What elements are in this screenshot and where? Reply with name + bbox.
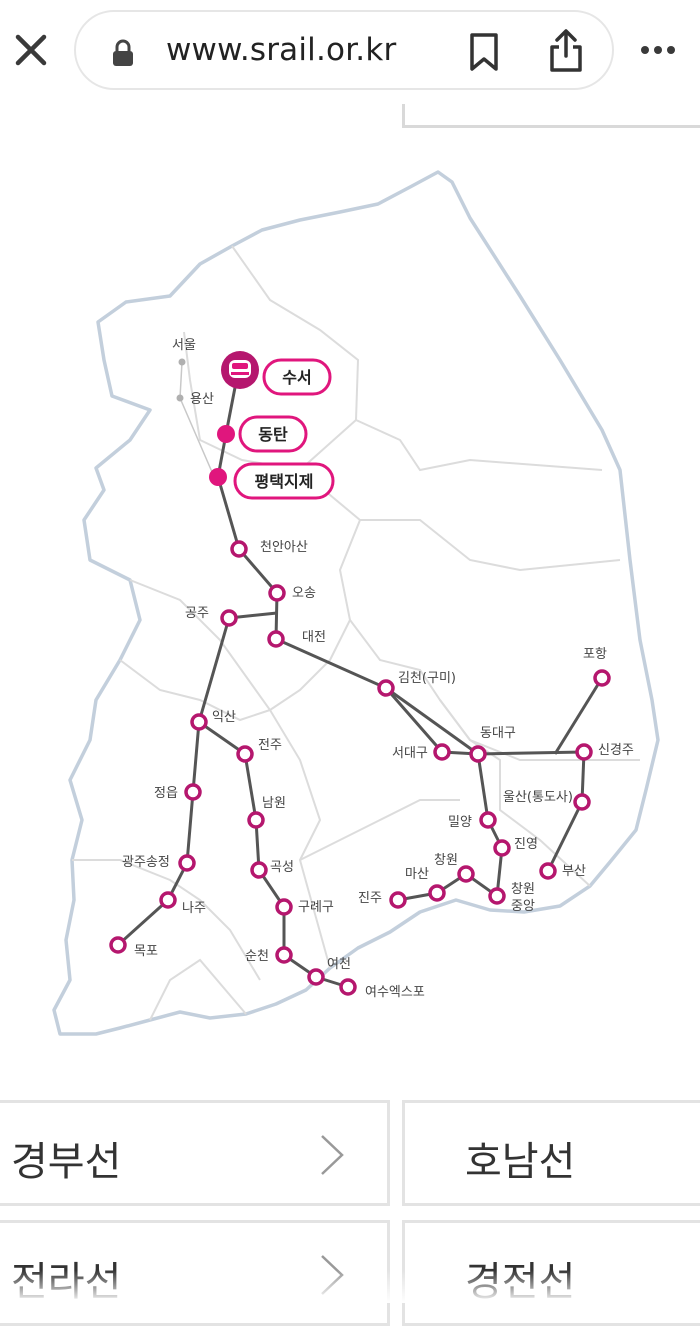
- station-marker-busan: [539, 862, 557, 880]
- line-card-label: 경부선: [11, 1139, 122, 1185]
- station-label-yongsan: 용산: [190, 392, 214, 407]
- station-marker-gongju: [220, 609, 238, 627]
- station-label-jinyeong: 진영: [514, 837, 538, 852]
- station-dot-dongtan: [217, 425, 235, 443]
- station-label-daejeon: 대전: [302, 630, 326, 645]
- station-marker-iksan: [190, 713, 208, 731]
- station-label-gwangju: 광주송정: [122, 855, 170, 870]
- station-label-seodaegu: 서대구: [392, 746, 428, 761]
- station-marker-gokseong: [250, 861, 268, 879]
- svg-text:평택지제: 평택지제: [255, 472, 314, 491]
- station-label-changwon-jungang-1: 창원: [511, 882, 535, 897]
- close-icon[interactable]: [10, 28, 52, 72]
- svg-text:동탄: 동탄: [258, 425, 288, 444]
- station-label-changwon-jungang-2: 중앙: [511, 899, 535, 914]
- share-icon[interactable]: [546, 28, 586, 74]
- station-marker-singyeongju: [575, 743, 593, 761]
- station-label-ulsan: 울산(통도사): [503, 790, 573, 805]
- bottom-fade: [0, 1270, 700, 1303]
- station-label-changwon: 창원: [434, 853, 458, 868]
- url-text: www.srail.or.kr: [166, 32, 397, 68]
- station-pill-pyeongtaek[interactable]: 평택지제: [233, 462, 335, 500]
- station-label-gongju: 공주: [185, 606, 209, 621]
- station-label-gokseong: 곡성: [270, 860, 294, 875]
- station-pill-dongtan[interactable]: 동탄: [238, 415, 308, 453]
- station-label-yeosu: 여수엑스포: [365, 985, 425, 1000]
- station-marker-changwon-jungang: [488, 887, 506, 905]
- station-marker-gwangju: [178, 854, 196, 872]
- line-card-gyeongbu[interactable]: 경부선: [0, 1100, 390, 1206]
- station-marker-jeonju: [236, 745, 254, 763]
- station-pill-suseo[interactable]: 수서: [262, 358, 332, 396]
- station-label-masan: 마산: [405, 867, 429, 882]
- station-label-dongdaegu: 동대구: [480, 726, 516, 741]
- station-marker-cheonan: [230, 540, 248, 558]
- station-label-osong: 오송: [292, 586, 316, 601]
- more-icon[interactable]: [636, 30, 680, 70]
- station-label-mokpo: 목포: [134, 944, 158, 959]
- station-marker-suncheon: [275, 946, 293, 964]
- station-marker-jinyeong: [493, 839, 511, 857]
- browser-toolbar: www.srail.or.kr: [0, 0, 700, 100]
- station-marker-ulsan: [573, 793, 591, 811]
- lock-icon: [113, 39, 133, 66]
- station-label-iksan: 익산: [212, 710, 236, 725]
- station-marker-naju: [159, 891, 177, 909]
- station-marker-changwon: [457, 865, 475, 883]
- station-dot-pyeongtaek: [209, 468, 227, 486]
- srt-route-map: 수서 동탄 평택지제: [52, 170, 660, 1036]
- station-label-gurye: 구례구: [298, 900, 334, 915]
- chevron-right-icon: [321, 1135, 344, 1175]
- station-label-miryang: 밀양: [448, 815, 472, 830]
- bookmark-icon[interactable]: [466, 32, 502, 72]
- station-label-gimcheon: 김천(구미): [398, 671, 456, 686]
- station-label-yeocheon: 여천: [327, 957, 351, 972]
- station-marker-daejeon: [267, 630, 285, 648]
- station-label-jinju: 진주: [358, 891, 382, 906]
- station-marker-gimcheon: [377, 679, 395, 697]
- train-origin-icon: [221, 351, 259, 389]
- station-marker-pohang: [593, 669, 611, 687]
- seoul-yongsan-connector: [176, 358, 213, 473]
- station-label-singyeongju: 신경주: [598, 743, 634, 758]
- station-marker-seodaegu: [433, 743, 451, 761]
- svg-text:수서: 수서: [282, 368, 311, 387]
- province-borders: [72, 245, 640, 1021]
- station-marker-osong: [268, 584, 286, 602]
- station-label-busan: 부산: [562, 864, 586, 879]
- station-marker-namwon: [247, 811, 265, 829]
- station-label-jeonju: 전주: [258, 738, 282, 753]
- station-marker-miryang: [479, 811, 497, 829]
- station-label-cheonan: 천안아산: [260, 540, 308, 555]
- line-card-label: 호남선: [465, 1139, 576, 1185]
- station-marker-mokpo: [109, 936, 127, 954]
- content-divider: [402, 104, 700, 128]
- station-label-suncheon: 순천: [245, 949, 269, 964]
- station-marker-yeosu: [339, 978, 357, 996]
- station-marker-jeongeup: [184, 783, 202, 801]
- station-label-namwon: 남원: [262, 796, 286, 811]
- line-card-honam[interactable]: 호남선: [402, 1100, 700, 1206]
- station-label-jeongeup: 정읍: [154, 786, 178, 801]
- station-label-pohang: 포항: [583, 647, 607, 662]
- station-label-naju: 나주: [182, 901, 206, 916]
- station-marker-jinju: [389, 891, 407, 909]
- station-marker-gurye: [275, 898, 293, 916]
- korea-coastline: [52, 170, 660, 1036]
- station-markers: [109, 540, 611, 996]
- station-marker-dongdaegu: [469, 745, 487, 763]
- station-marker-masan: [428, 884, 446, 902]
- station-label-seoul: 서울: [172, 338, 196, 353]
- address-bar[interactable]: www.srail.or.kr: [74, 10, 614, 90]
- station-marker-yeocheon: [307, 968, 325, 986]
